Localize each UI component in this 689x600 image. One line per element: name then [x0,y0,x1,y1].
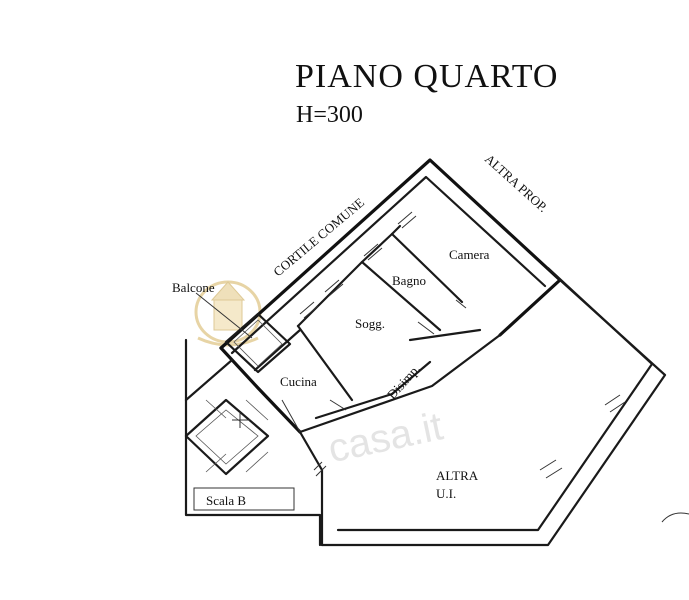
label-cucina: Cucina [280,374,317,389]
label-cortile-comune: CORTILE COMUNE [270,195,367,280]
balcone [195,292,292,374]
label-bagno: Bagno [392,273,426,288]
watermark-text: casa.it [324,404,446,471]
staircase-scala-b [184,338,327,547]
label-scala-b: Scala B [206,493,246,508]
apartment-walls [219,158,562,434]
label-altra-ui-line2: U.I. [436,486,456,501]
label-altra-prop: ALTRA PROP. [482,151,551,215]
label-soggiorno: Sogg. [355,316,385,331]
label-camera: Camera [449,247,490,262]
label-balcone: Balcone [172,280,215,295]
plan-title: PIANO QUARTO [295,58,558,95]
altra-ui-walls [298,266,667,547]
label-altra-ui-line1: ALTRA [436,468,479,483]
north-arrow-fragment [661,512,689,523]
windows-cortile [299,211,417,319]
plan-height-label: H=300 [296,102,363,128]
